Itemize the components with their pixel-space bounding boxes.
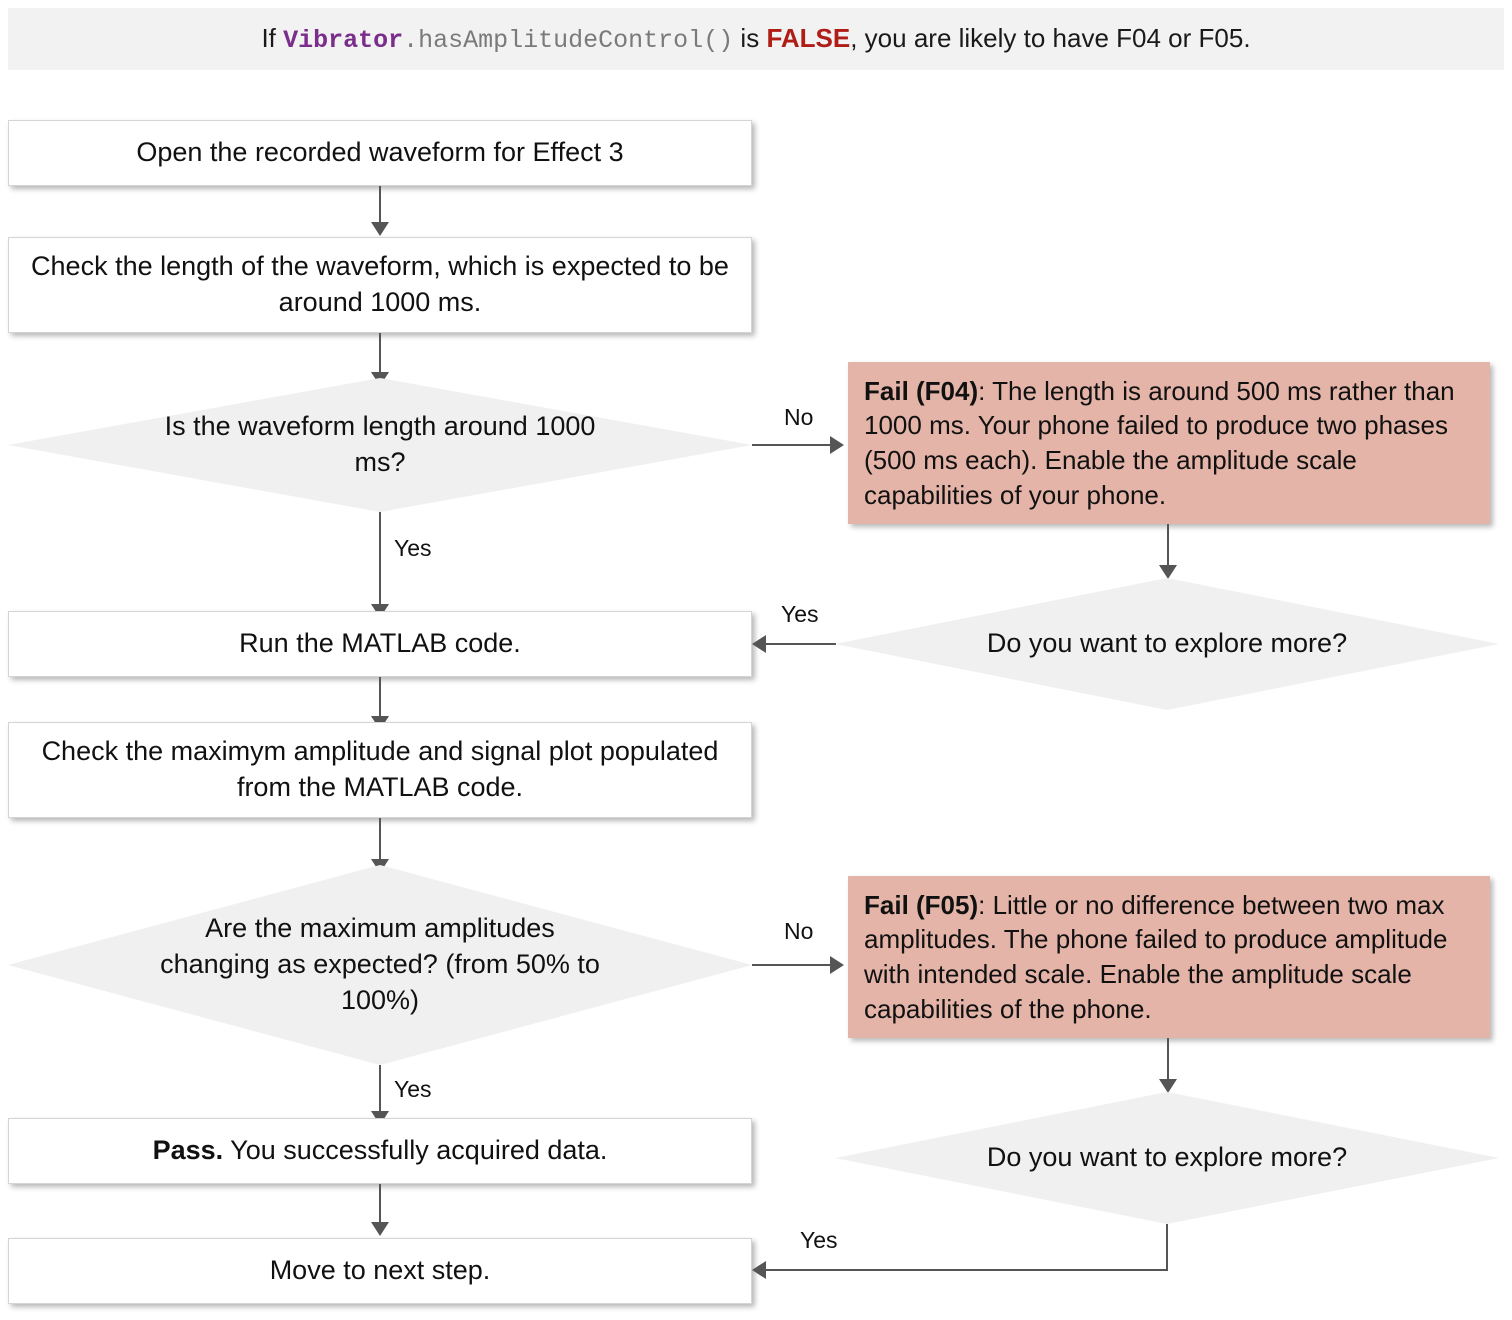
connector-length-no bbox=[752, 444, 832, 446]
node-decide-amplitude[interactable]: Are the maximum amplitudes changing as e… bbox=[8, 865, 752, 1065]
node-open-waveform[interactable]: Open the recorded waveform for Effect 3 bbox=[8, 120, 752, 186]
node-fail-f05-label: Fail (F05) bbox=[864, 889, 979, 920]
node-decide-length[interactable]: Is the waveform length around 1000 ms? bbox=[8, 378, 752, 512]
connector-f04-to-explore bbox=[1167, 524, 1169, 571]
node-fail-f04-sep: : bbox=[978, 375, 993, 406]
arrowhead-amplitude-no bbox=[830, 956, 844, 974]
edge-label-length-no: No bbox=[784, 404, 814, 430]
node-next-step[interactable]: Move to next step. bbox=[8, 1238, 752, 1304]
connector-pass-to-next bbox=[379, 1184, 381, 1228]
node-explore-more-top[interactable]: Do you want to explore more? bbox=[835, 578, 1499, 710]
connector-amplitude-yes bbox=[379, 1065, 381, 1118]
connector-check-to-decision bbox=[379, 333, 381, 378]
arrowhead-length-no bbox=[830, 436, 844, 454]
node-pass-bold: Pass. bbox=[152, 1135, 224, 1166]
node-check-length-label: Check the length of the waveform, which … bbox=[31, 251, 729, 317]
node-check-amplitude[interactable]: Check the maximym amplitude and signal p… bbox=[8, 722, 752, 818]
edge-label-explore-top-yes: Yes bbox=[781, 601, 819, 627]
node-fail-f05-body: Little or no difference between two max … bbox=[864, 889, 1448, 1024]
node-fail-f05[interactable]: Fail (F05): Little or no difference betw… bbox=[848, 876, 1490, 1038]
header-code-method: .hasAmplitudeControl() bbox=[403, 26, 734, 55]
connector-open-to-check bbox=[379, 186, 381, 227]
edge-label-explore-bottom-yes: Yes bbox=[800, 1227, 838, 1253]
node-pass-label: Pass. You successfully acquired data. bbox=[153, 1133, 608, 1169]
header-value: FALSE bbox=[766, 23, 851, 53]
connector-check-amp-to-decision bbox=[379, 818, 381, 865]
decision-diamond-shape bbox=[8, 378, 752, 512]
connector-explore-top-yes bbox=[766, 643, 836, 645]
header-prefix: If bbox=[261, 23, 284, 53]
decision-diamond-shape bbox=[835, 578, 1499, 710]
header-suffix: , you are likely to have F04 or F05. bbox=[850, 23, 1251, 53]
edge-label-length-yes: Yes bbox=[394, 535, 432, 561]
edge-label-amplitude-no: No bbox=[784, 918, 814, 944]
node-fail-f04-body: The length is around 500 ms rather than … bbox=[864, 375, 1455, 510]
connector-f05-to-explore bbox=[1167, 1038, 1169, 1085]
node-run-matlab[interactable]: Run the MATLAB code. bbox=[8, 611, 752, 677]
connector-matlab-to-check-amp bbox=[379, 677, 381, 722]
node-run-matlab-label: Run the MATLAB code. bbox=[239, 628, 521, 659]
header-mid: is bbox=[733, 23, 767, 53]
node-fail-f04-label: Fail (F04) bbox=[864, 375, 979, 406]
decision-diamond-shape bbox=[8, 865, 752, 1065]
connector-explore-bottom-vertical bbox=[1166, 1224, 1168, 1271]
node-pass-rest: You successfully acquired data. bbox=[223, 1135, 608, 1166]
header-banner: If Vibrator.hasAmplitudeControl() is FAL… bbox=[8, 8, 1504, 70]
connector-length-yes bbox=[379, 512, 381, 611]
connector-explore-bottom-horizontal bbox=[766, 1269, 1168, 1271]
decision-diamond-shape bbox=[835, 1092, 1499, 1224]
arrowhead-explore-top-yes bbox=[752, 635, 766, 653]
node-fail-f05-sep: : bbox=[978, 889, 993, 920]
arrowhead-explore-bottom-yes bbox=[752, 1261, 766, 1279]
header-text: If Vibrator.hasAmplitudeControl() is FAL… bbox=[261, 25, 1250, 53]
node-pass[interactable]: Pass. You successfully acquired data. bbox=[8, 1118, 752, 1184]
arrowhead-f04-to-explore bbox=[1159, 565, 1177, 579]
header-code-class: Vibrator bbox=[283, 26, 404, 55]
node-explore-more-bottom[interactable]: Do you want to explore more? bbox=[835, 1092, 1499, 1224]
node-next-step-label: Move to next step. bbox=[269, 1255, 491, 1286]
node-fail-f04-text: Fail (F04): The length is around 500 ms … bbox=[864, 374, 1474, 512]
arrowhead-f05-to-explore bbox=[1159, 1079, 1177, 1093]
node-open-waveform-label: Open the recorded waveform for Effect 3 bbox=[136, 137, 624, 168]
arrowhead-pass-to-next bbox=[371, 1222, 389, 1236]
node-fail-f04[interactable]: Fail (F04): The length is around 500 ms … bbox=[848, 362, 1490, 524]
node-fail-f05-text: Fail (F05): Little or no difference betw… bbox=[864, 888, 1474, 1026]
edge-label-amplitude-yes: Yes bbox=[394, 1076, 432, 1102]
connector-amplitude-no bbox=[752, 964, 832, 966]
node-check-amplitude-label: Check the maximym amplitude and signal p… bbox=[41, 736, 719, 802]
node-check-length[interactable]: Check the length of the waveform, which … bbox=[8, 237, 752, 333]
arrowhead-open-to-check bbox=[371, 222, 389, 236]
